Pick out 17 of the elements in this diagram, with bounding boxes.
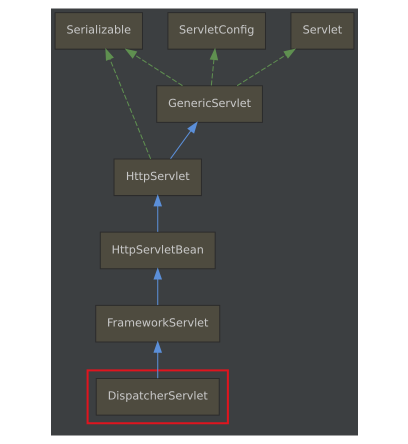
arrow bbox=[170, 121, 198, 159]
arrow bbox=[152, 194, 162, 232]
arrow bbox=[209, 48, 218, 86]
arrow bbox=[104, 48, 151, 160]
node-box: HttpServlet bbox=[113, 158, 202, 196]
arrow bbox=[152, 340, 162, 378]
node-box: Servlet bbox=[290, 12, 354, 50]
node-box: HttpServletBean bbox=[99, 232, 216, 270]
node-box: ServletConfig bbox=[166, 12, 266, 50]
node-box: FrameworkServlet bbox=[94, 304, 220, 342]
arrow bbox=[236, 48, 296, 86]
node-box: Serializable bbox=[54, 12, 142, 50]
node-box: GenericServlet bbox=[156, 85, 262, 123]
cluster bbox=[86, 369, 228, 424]
arrow bbox=[152, 267, 162, 306]
arrow bbox=[124, 48, 182, 86]
node-box: DispatcherServlet bbox=[95, 378, 220, 416]
